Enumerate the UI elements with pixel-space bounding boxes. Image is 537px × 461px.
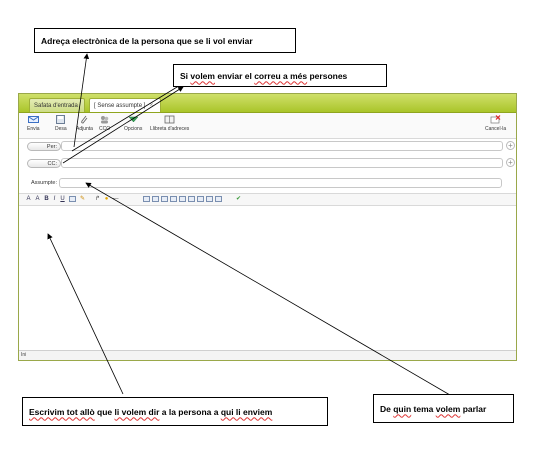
callout-body: Escrivim tot allò que li volem dir a la … [22,397,328,426]
font-icon[interactable]: A [26,196,31,202]
cc-row: CC: + [19,156,516,172]
outdent-icon[interactable] [197,196,204,202]
add-cc-icon[interactable]: + [506,158,515,167]
arrow-cc-2 [71,83,183,152]
send-label: Envia [27,126,40,132]
callout-multiple-text: Si volem enviar el correu a més persones [180,70,348,81]
contacts-icon [101,116,109,124]
to-input[interactable] [61,141,503,151]
paperclip-icon [81,115,88,124]
compose-window: Safata d'entrada [ Sense assumpte ] × En… [18,93,517,361]
justify-icon[interactable] [170,196,177,202]
callout-body-text: Escrivim tot allò que li volem dir a la … [29,406,273,417]
bullet-list-icon[interactable] [188,196,195,202]
italic-icon[interactable]: I [53,196,56,202]
indent-icon[interactable] [206,196,213,202]
cco-button[interactable]: CCO [99,115,110,132]
align-left-icon[interactable] [143,196,150,202]
attach-button[interactable]: Adjunta [76,115,93,132]
cc-button[interactable]: CC: [27,159,61,168]
arrow-cc [62,86,184,164]
compose-toolbar: Envia Desa Adjunta CCO [19,113,516,139]
addressbook-icon [164,115,175,124]
callout-multiple: Si volem enviar el correu a més persones [173,64,387,87]
save-icon [56,115,66,124]
callout-address-text: Adreça electrònica de la persona que se … [41,35,253,46]
text-color-icon[interactable] [69,196,76,202]
bold-icon[interactable]: B [44,196,49,202]
close-tab-icon[interactable]: × [149,102,154,109]
emoticon-icon[interactable]: ● [104,196,109,202]
callout-subject: De quin tema volem parlar [373,394,514,423]
arrow-body [47,233,124,395]
align-right-icon[interactable] [161,196,168,202]
to-button[interactable]: Per: [27,142,61,151]
status-bar: Ini [19,350,516,360]
cancel-button[interactable]: Cancel·la [485,115,506,132]
subject-input[interactable] [59,178,502,188]
spellcheck-icon[interactable]: ✔ [235,196,242,202]
callout-subject-text: De quin tema volem parlar [380,403,487,414]
cco-label: CCO [99,126,111,132]
tab-inbox[interactable]: Safata d'entrada [29,98,85,112]
arrow-subject [85,182,451,396]
tab-bar: Safata d'entrada [ Sense assumpte ] × [19,94,516,113]
cancel-icon [490,115,501,124]
to-row: Per: + [19,139,516,155]
format-toolbar: A A B I U ✎ ↱ ● — ✔ [19,193,516,206]
addressbook-button[interactable]: Llibreta d'adreces [150,115,189,132]
link-icon[interactable]: ↱ [94,196,101,202]
cc-input[interactable] [61,158,503,168]
save-label: Desa [55,126,67,132]
numbered-list-icon[interactable] [179,196,186,202]
save-button[interactable]: Desa [55,115,67,132]
font-size-icon[interactable]: A [35,196,40,202]
options-label: Opcions [124,126,143,132]
options-button[interactable]: Opcions [124,115,142,132]
tab-new-message[interactable]: [ Sense assumpte ] × [89,98,161,112]
status-text: Ini [21,352,27,358]
arrow-address [73,53,90,148]
add-to-icon[interactable]: + [506,141,515,150]
addressbook-label: Llibreta d'adreces [150,126,190,132]
table-icon[interactable] [215,196,222,202]
cancel-label: Cancel·la [485,126,507,132]
send-button[interactable]: Envia [27,115,40,132]
subject-row: Assumpte: [19,176,516,192]
attach-label: Adjunta [76,126,93,132]
tab-inbox-label: Safata d'entrada [34,102,78,109]
options-icon [128,116,139,123]
underline-icon[interactable]: U [60,196,65,202]
callout-address: Adreça electrònica de la persona que se … [34,28,296,53]
send-icon [27,116,39,123]
highlight-icon[interactable]: ✎ [79,196,86,202]
align-center-icon[interactable] [152,196,159,202]
tab-new-message-label: [ Sense assumpte ] [94,102,146,109]
horizontal-rule-icon[interactable]: — [112,196,119,202]
subject-label: Assumpte: [31,180,57,186]
